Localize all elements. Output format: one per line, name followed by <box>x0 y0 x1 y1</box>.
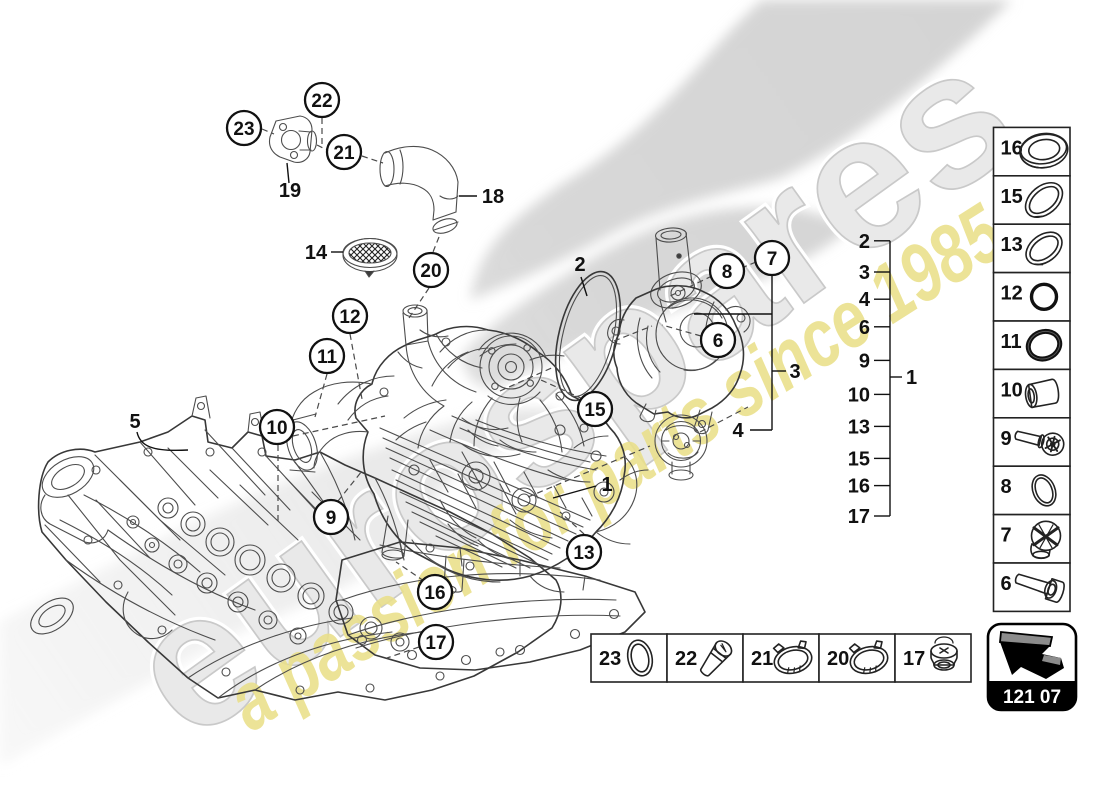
svg-text:8: 8 <box>722 262 733 283</box>
svg-text:16: 16 <box>848 476 870 498</box>
svg-text:5: 5 <box>129 411 140 433</box>
svg-text:20: 20 <box>827 648 849 670</box>
svg-text:9: 9 <box>326 508 337 529</box>
svg-text:12: 12 <box>1001 283 1023 305</box>
svg-text:3: 3 <box>859 262 870 284</box>
svg-text:3: 3 <box>789 361 800 383</box>
svg-text:9: 9 <box>1001 428 1012 450</box>
svg-text:21: 21 <box>751 648 773 670</box>
svg-text:9: 9 <box>859 350 870 372</box>
svg-text:22: 22 <box>311 91 332 112</box>
svg-text:4: 4 <box>859 289 871 311</box>
svg-text:17: 17 <box>425 633 446 654</box>
svg-text:20: 20 <box>420 261 441 282</box>
svg-text:6: 6 <box>1001 573 1012 595</box>
svg-text:12: 12 <box>339 307 360 328</box>
svg-text:15: 15 <box>584 400 606 421</box>
svg-text:8: 8 <box>1001 476 1012 498</box>
svg-text:15: 15 <box>848 448 870 470</box>
svg-text:19: 19 <box>279 180 301 202</box>
svg-text:23: 23 <box>233 119 254 140</box>
svg-text:23: 23 <box>599 648 621 670</box>
svg-text:21: 21 <box>333 143 355 164</box>
svg-text:10: 10 <box>848 384 870 406</box>
svg-text:2: 2 <box>859 231 870 253</box>
svg-text:121 07: 121 07 <box>1003 687 1061 708</box>
svg-text:13: 13 <box>1001 234 1023 256</box>
svg-text:17: 17 <box>848 506 870 528</box>
svg-text:6: 6 <box>713 331 724 352</box>
svg-text:2: 2 <box>574 254 585 276</box>
svg-text:16: 16 <box>424 583 445 604</box>
svg-text:7: 7 <box>767 249 778 270</box>
svg-text:6: 6 <box>859 317 870 339</box>
svg-text:11: 11 <box>1001 331 1022 353</box>
svg-text:15: 15 <box>1001 186 1023 208</box>
svg-text:13: 13 <box>848 416 870 438</box>
svg-text:13: 13 <box>573 543 594 564</box>
svg-text:1: 1 <box>906 367 917 389</box>
svg-text:1: 1 <box>601 474 612 496</box>
svg-text:10: 10 <box>266 418 287 439</box>
svg-text:22: 22 <box>675 648 697 670</box>
svg-text:11: 11 <box>317 347 338 368</box>
svg-text:16: 16 <box>1001 137 1023 159</box>
svg-text:7: 7 <box>1001 525 1012 547</box>
svg-text:14: 14 <box>305 242 328 264</box>
svg-text:4: 4 <box>732 420 744 442</box>
svg-text:18: 18 <box>482 186 504 208</box>
svg-text:10: 10 <box>1001 379 1023 401</box>
svg-text:17: 17 <box>903 648 925 670</box>
